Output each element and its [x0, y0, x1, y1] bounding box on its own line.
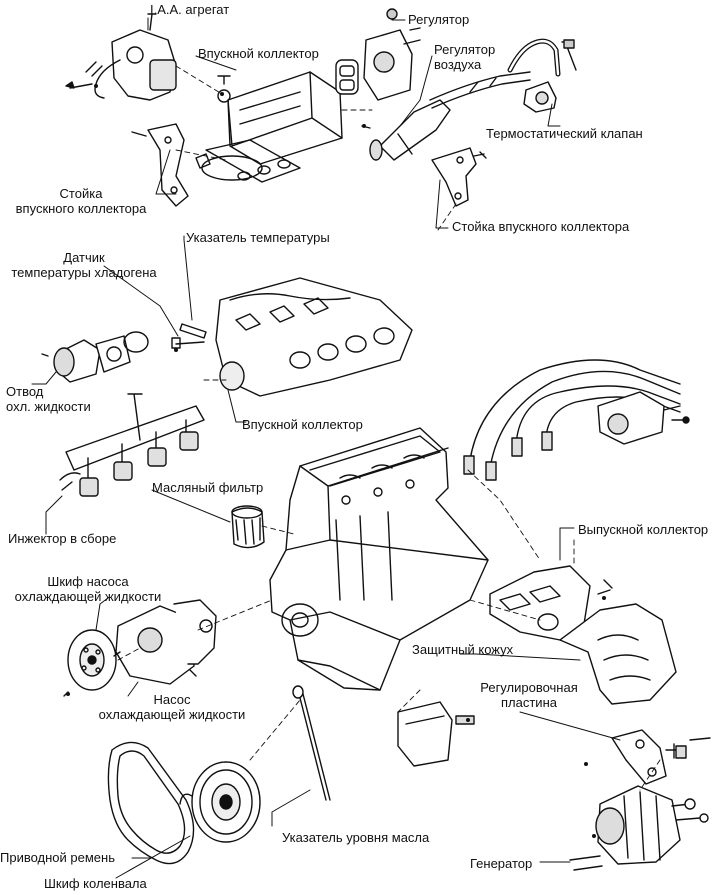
bolts [66, 84, 606, 838]
engine-mount-part [397, 701, 475, 767]
intake-bracket-right-part [431, 147, 487, 207]
engine-block-part [269, 427, 489, 691]
intake-bracket-left-part [131, 123, 189, 207]
crankshaft-pulley-part [179, 761, 261, 843]
label-coolant-outlet-line1: Отвод [6, 384, 44, 399]
ignition-wires-part [463, 359, 690, 481]
drive-belt-part [107, 741, 195, 865]
label-oil-filter: Масляный фильтр [152, 480, 264, 495]
label-leaders [31, 17, 621, 879]
label-crank-pulley: Шкиф коленвала [44, 876, 147, 891]
label-coolant-sensor-line2: температуры хладогена [11, 265, 157, 280]
water-pump-part [113, 599, 217, 685]
alternator-part [569, 785, 709, 871]
label-intake-manifold-mid: Впускной коллектор [242, 417, 363, 432]
label-drive-belt: Приводной ремень [0, 850, 115, 865]
label-coolant-sensor-line1: Датчик [63, 250, 105, 265]
label-adjusting-plate-line1: Регулировочная [480, 680, 578, 695]
label-exhaust-manifold: Выпускной коллектор [578, 522, 709, 537]
label-intake-manifold-top: Впускной коллектор [198, 46, 319, 61]
label-heat-shield: Защитный кожух [412, 642, 514, 657]
label-coolant-sensor: Датчик температуры хладогена [2, 250, 166, 280]
exhaust-manifold-part [489, 565, 677, 705]
thermostatic-valve-part [507, 38, 577, 113]
label-temp-indicator: Указатель температуры [186, 230, 330, 245]
intake-manifold-mid-part [171, 277, 413, 397]
water-pump-pulley-part [63, 629, 117, 697]
regulator-part [335, 8, 421, 101]
label-intake-bracket-left: Стойка впускного коллектора [6, 186, 156, 216]
label-intake-bracket-left-line2: впускного коллектора [15, 201, 147, 216]
label-adjusting-plate: Регулировочная пластина [464, 680, 594, 710]
label-water-pump-pulley-line1: Шкиф насоса [47, 574, 129, 589]
oil-filter-part [231, 505, 265, 549]
label-air-regulator: Регулятор воздуха [434, 42, 495, 72]
oil-dipstick-part [292, 685, 331, 801]
label-alternator: Генератор [470, 856, 533, 871]
label-injector-assembly: Инжектор в сборе [8, 531, 117, 546]
assembly-lines [117, 65, 661, 791]
air-regulator-part [361, 71, 531, 161]
label-regulator: Регулятор [408, 12, 470, 27]
label-water-pump-pulley-line2: охлаждающей жидкости [14, 589, 162, 604]
label-intake-bracket-right: Стойка впускного коллектора [452, 219, 630, 234]
label-adjusting-plate-line2: пластина [501, 695, 557, 710]
intake-manifold-top-part [195, 71, 343, 183]
label-thermostatic-valve: Термостатический клапан [486, 126, 643, 141]
label-intake-bracket-left-line1: Стойка [59, 186, 103, 201]
label-water-pump-pulley: Шкиф насоса охлаждающей жидкости [4, 574, 172, 604]
label-air-regulator-line1: Регулятор [434, 42, 496, 57]
label-iaa-unit: I.A.A. агрегат [150, 2, 230, 17]
iaa-unit-part [65, 13, 177, 101]
injector-assembly-part [59, 393, 205, 497]
adjusting-plate-part [611, 729, 711, 785]
label-water-pump: Насос охлаждающей жидкости [96, 692, 248, 722]
label-water-pump-line1: Насос [153, 692, 191, 707]
label-coolant-outlet: Отвод охл. жидкости [6, 384, 91, 414]
label-air-regulator-line2: воздуха [434, 57, 482, 72]
label-oil-dipstick: Указатель уровня масла [282, 830, 430, 845]
label-coolant-outlet-line2: охл. жидкости [6, 399, 91, 414]
label-water-pump-line2: охлаждающей жидкости [98, 707, 246, 722]
coolant-outlet-part [41, 331, 149, 383]
